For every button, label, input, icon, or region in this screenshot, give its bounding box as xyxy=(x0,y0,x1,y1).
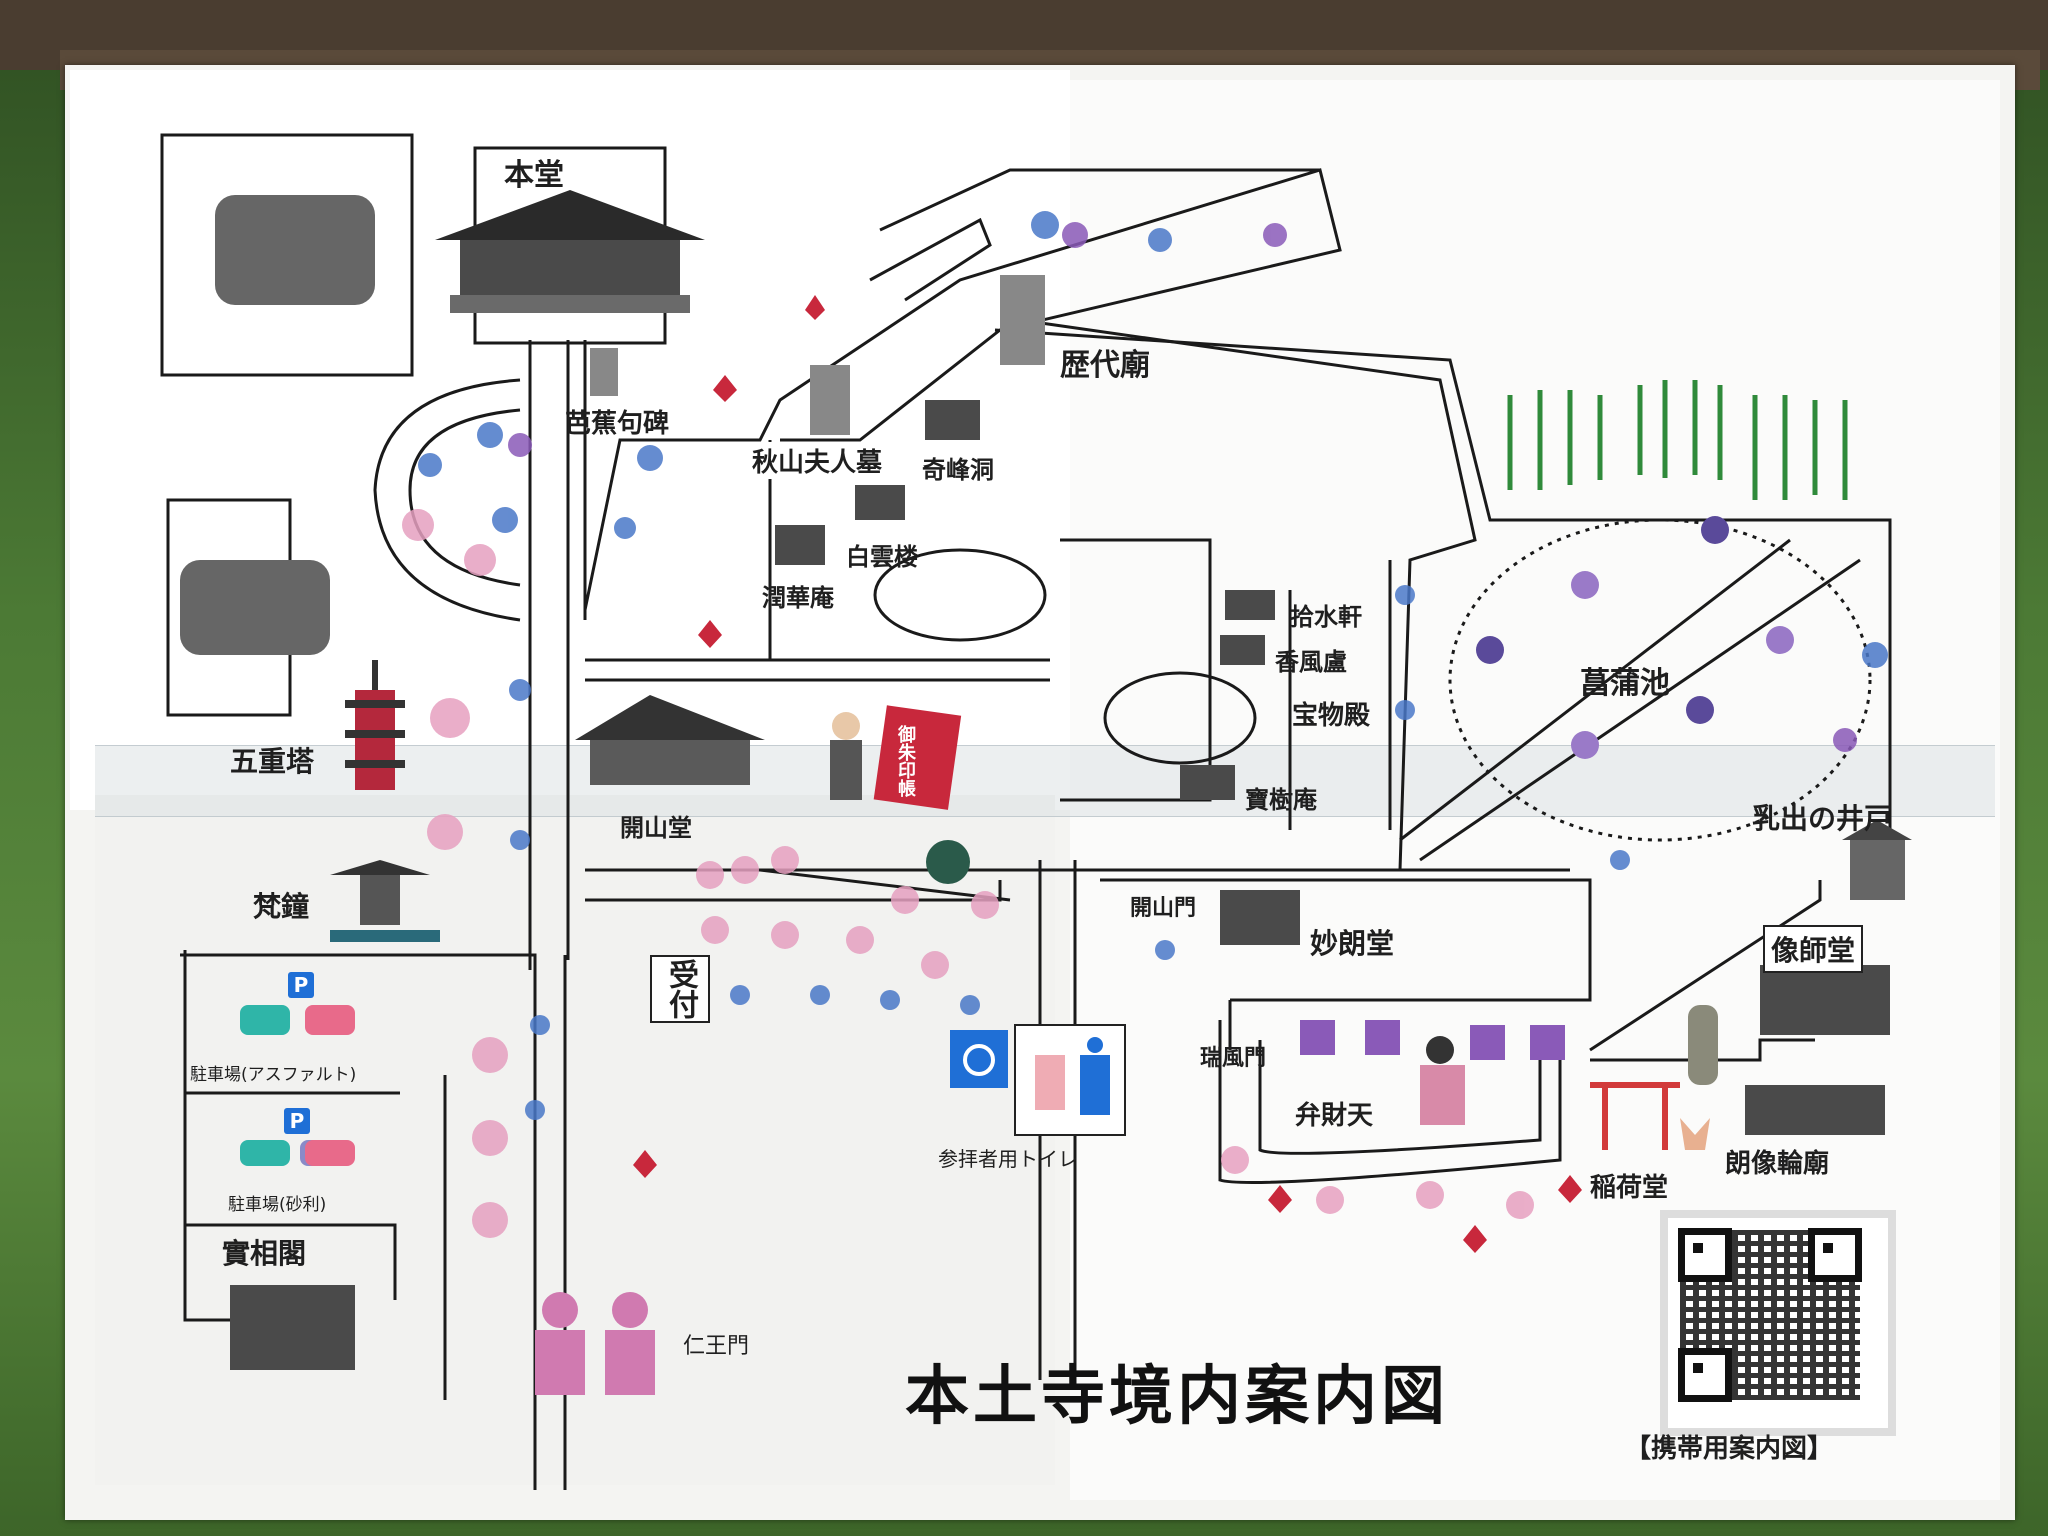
tape-strip xyxy=(95,745,1995,817)
monk-icon xyxy=(830,712,862,800)
label-junkean: 潤華庵 xyxy=(762,584,834,612)
label-hosokaku: 實相閣 xyxy=(222,1237,307,1270)
nio-guardian-icon xyxy=(535,1292,655,1395)
label-gojunoto: 五重塔 xyxy=(230,745,315,778)
plum-blossom-icon xyxy=(402,509,1534,1238)
benzaiten-icon xyxy=(1420,1036,1465,1125)
grave-cluster-icon xyxy=(180,195,375,655)
pine-tree-icon xyxy=(926,840,970,884)
jizo-icon xyxy=(1688,1005,1718,1085)
bell-tower-icon xyxy=(330,860,440,942)
label-inarido: 稲荷堂 xyxy=(1590,1173,1669,1203)
label-parking-asphalt: 駐車場(アスファルト) xyxy=(190,1065,357,1085)
label-kaisanmon: 開山門 xyxy=(1130,896,1197,921)
label-goshuin: 御朱印帳 xyxy=(895,725,916,797)
label-zoshido: 像師堂 xyxy=(1763,925,1864,973)
label-akiyama-fujin-bo: 秋山夫人墓 xyxy=(752,442,883,479)
parking-sign-1: P xyxy=(288,972,314,998)
label-chozorinbyo: 朗像輪廟 xyxy=(1725,1149,1830,1179)
label-shusuiken: 拾水軒 xyxy=(1290,603,1362,631)
label-myorodo: 妙朗堂 xyxy=(1310,927,1395,960)
fox-icon xyxy=(1680,1118,1710,1150)
label-toilet: 参拝者用トイレ xyxy=(938,1147,1078,1171)
qr-finder-tr xyxy=(1808,1228,1862,1282)
label-kaisando: 開山堂 xyxy=(620,814,692,842)
label-benzaiten: 弁財天 xyxy=(1295,1101,1374,1131)
maple-leaf-icon xyxy=(633,295,1582,1253)
qr-caption: 【携帯用案内図】 xyxy=(1625,1434,1834,1464)
grave-area-box-1 xyxy=(160,133,414,377)
label-niomon: 仁王門 xyxy=(683,1334,750,1359)
toilet-icon xyxy=(1014,1024,1126,1136)
label-kihodo: 奇峰洞 xyxy=(922,456,994,484)
label-chichide-no-ido: 乳出の井戸 xyxy=(1752,802,1893,835)
label-hakuunro: 白雲楼 xyxy=(846,543,918,571)
label-homotsuden: 宝物殿 xyxy=(1292,701,1371,731)
label-zuifumon: 瑞風門 xyxy=(1200,1046,1267,1071)
wheelchair-icon xyxy=(950,1030,1008,1088)
qr-finder-bl xyxy=(1678,1348,1732,1402)
goshuin-book-icon xyxy=(873,705,962,810)
kaisando-building-icon xyxy=(575,695,765,785)
label-uketsuke: 受付 xyxy=(650,955,710,1023)
map-title: 本土寺境内案内図 xyxy=(905,1359,1449,1434)
hydrangea-icon xyxy=(418,211,1888,1120)
hondo-temple-icon xyxy=(435,190,705,313)
label-shobuike: 菖蒲池 xyxy=(1580,666,1670,701)
bamboo-icon xyxy=(1507,380,1848,500)
small-buildings xyxy=(230,400,1890,1370)
wisteria-icon xyxy=(1300,1020,1565,1060)
label-bonsho: 梵鐘 xyxy=(253,890,310,923)
well-icon xyxy=(1842,820,1912,900)
label-hondo: 本堂 xyxy=(504,158,564,193)
iris-icon xyxy=(1476,516,1794,759)
label-basho-kuhi: 芭蕉句碑 xyxy=(565,409,670,439)
label-hojuan: 寶樹庵 xyxy=(1245,786,1317,814)
qr-code-icon[interactable] xyxy=(1660,1210,1896,1436)
parking-sign-2: P xyxy=(284,1108,310,1134)
torii-icon xyxy=(1590,1082,1680,1150)
stone-monuments xyxy=(590,275,1045,435)
car-icon xyxy=(240,1005,355,1166)
label-kofuro: 香風盧 xyxy=(1275,648,1347,676)
label-parking-gravel: 駐車場(砂利) xyxy=(228,1195,327,1215)
pagoda-icon xyxy=(345,660,405,790)
qr-finder-tl xyxy=(1678,1228,1732,1282)
label-rekidai-byo: 歴代廟 xyxy=(1060,348,1150,383)
